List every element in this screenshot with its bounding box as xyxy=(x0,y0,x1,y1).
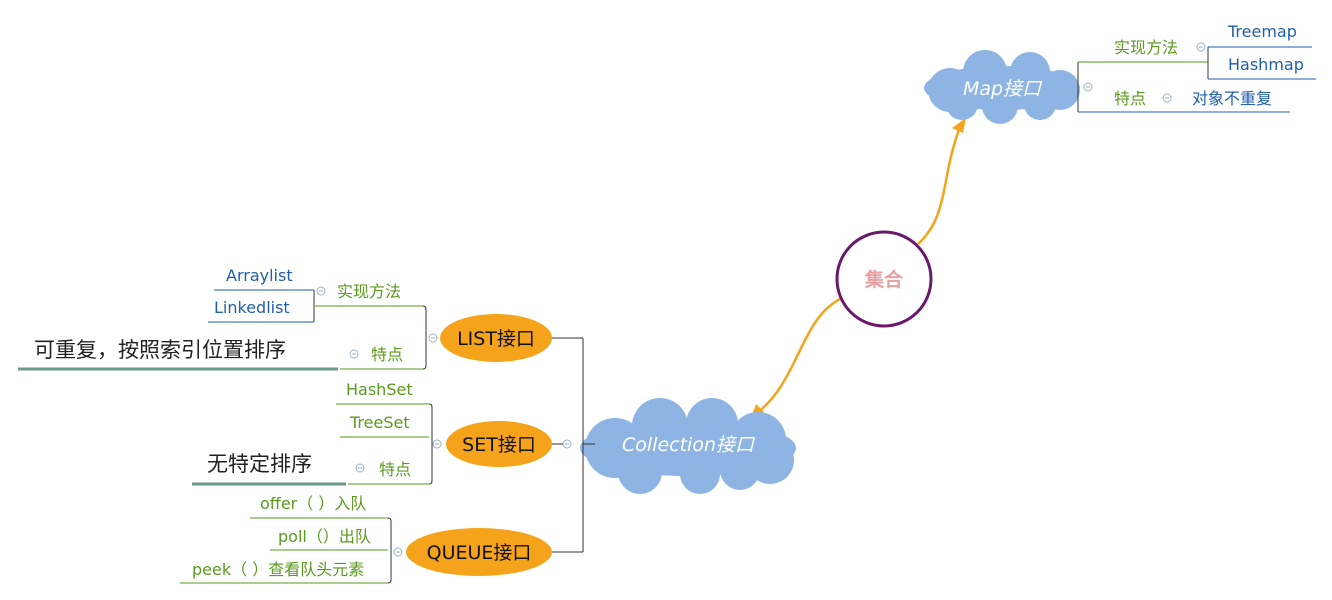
set-node[interactable]: SET接口 xyxy=(446,421,552,467)
collection-label: Collection接口 xyxy=(622,434,756,456)
root-node[interactable]: 集合 xyxy=(835,230,933,328)
list-impl-label: 实现方法 xyxy=(337,282,401,301)
list-node[interactable]: LIST接口 xyxy=(440,314,552,362)
map-impl-item-hashmap: Hashmap xyxy=(1228,55,1304,74)
list-branches xyxy=(208,289,427,370)
map-label: Map接口 xyxy=(963,78,1043,100)
set-toggle[interactable] xyxy=(432,439,442,449)
map-feature-toggle[interactable] xyxy=(1162,93,1172,103)
list-toggle[interactable] xyxy=(428,333,438,343)
list-impl-toggle[interactable] xyxy=(316,286,326,296)
set-feature-value: 无特定排序 xyxy=(207,452,312,476)
collection-toggle[interactable] xyxy=(562,439,572,449)
set-feature-toggle[interactable] xyxy=(355,463,365,473)
list-impl-item-arraylist: Arraylist xyxy=(226,266,293,285)
map-toggle[interactable] xyxy=(1083,82,1093,92)
list-feature-label: 特点 xyxy=(371,345,403,364)
map-branches xyxy=(1077,46,1316,113)
map-impl-label: 实现方法 xyxy=(1114,38,1178,57)
set-label: SET接口 xyxy=(462,434,536,456)
collection-node[interactable]: Collection接口 xyxy=(580,398,796,494)
collection-trunk xyxy=(552,337,595,553)
map-node[interactable]: Map接口 xyxy=(924,50,1080,124)
arrow-head-map xyxy=(952,118,966,133)
set-item-hashset: HashSet xyxy=(346,380,413,399)
set-item-treeset: TreeSet xyxy=(349,413,410,432)
queue-toggle[interactable] xyxy=(393,547,403,557)
list-impl-item-linkedlist: Linkedlist xyxy=(214,298,290,317)
list-feature-toggle[interactable] xyxy=(349,349,359,359)
map-impl-item-treemap: Treemap xyxy=(1227,22,1297,41)
queue-item-peek: peek（ ）查看队头元素 xyxy=(192,560,364,579)
queue-item-offer: offer（ ）入队 xyxy=(260,494,366,513)
queue-node[interactable]: QUEUE接口 xyxy=(406,528,552,576)
map-feature-value: 对象不重复 xyxy=(1192,89,1272,108)
edge-root-map xyxy=(917,121,964,245)
queue-branches xyxy=(180,517,392,584)
root-label: 集合 xyxy=(864,268,904,291)
list-feature-value: 可重复，按照索引位置排序 xyxy=(34,338,286,362)
map-feature-label: 特点 xyxy=(1114,89,1146,108)
set-branches xyxy=(336,403,433,485)
map-impl-toggle[interactable] xyxy=(1196,42,1206,52)
list-label: LIST接口 xyxy=(457,328,535,350)
queue-label: QUEUE接口 xyxy=(427,542,532,564)
edge-root-collection xyxy=(755,296,843,415)
queue-item-poll: poll（）出队 xyxy=(278,527,371,546)
set-feature-label: 特点 xyxy=(379,460,411,479)
